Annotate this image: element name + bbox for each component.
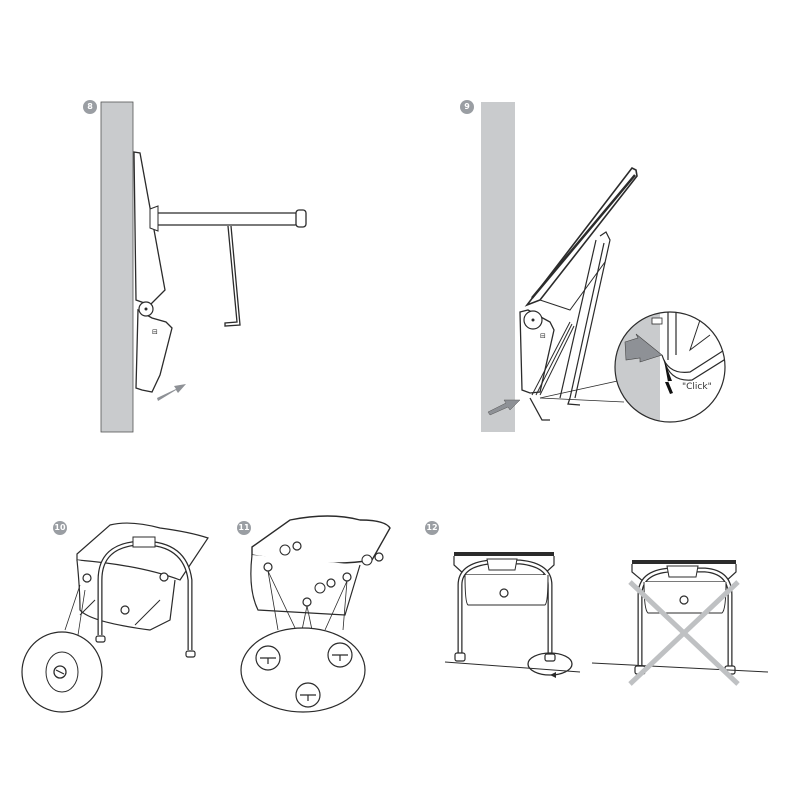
push-arrow-icon <box>624 333 663 363</box>
step-number-badge: 11 <box>237 521 251 535</box>
svg-text:⊟: ⊟ <box>152 328 158 336</box>
step-number-badge: 9 <box>460 100 474 114</box>
l-shaped-leg <box>224 225 241 327</box>
correct-chair <box>444 552 581 678</box>
incorrect-chair <box>591 560 769 686</box>
step-11-illustration <box>240 515 391 713</box>
support-bar <box>151 212 299 226</box>
step-8-illustration: ⊟ <box>100 101 307 433</box>
step-9-illustration: ⊟ <box>481 102 726 432</box>
floor-line <box>591 662 769 673</box>
step-12-panel: 12 <box>420 450 800 750</box>
magnified-callout <box>615 312 725 422</box>
step-10-panel: 10 <box>0 450 230 750</box>
click-label: "Click" <box>682 382 712 392</box>
cross-mark-icon <box>628 580 740 686</box>
step-number-badge: 12 <box>425 521 439 535</box>
click-arrow-icon <box>664 360 673 394</box>
push-arrow-icon <box>157 384 186 401</box>
step-12-illustration <box>444 552 769 686</box>
step-8-panel: 8 ⊟ <box>0 0 400 450</box>
wall <box>481 102 515 432</box>
step-number-badge: 8 <box>83 100 97 114</box>
step-10-illustration <box>21 522 209 713</box>
bracket <box>135 308 173 393</box>
seat-panel <box>133 151 166 306</box>
svg-text:⊟: ⊟ <box>540 332 546 340</box>
push-arrow-icon <box>487 399 521 416</box>
step-11-panel: 11 <box>230 450 420 750</box>
step-number-badge: 10 <box>53 521 67 535</box>
floor-line <box>444 661 581 673</box>
step-9-panel: 9 ⊟ <box>400 0 800 450</box>
wall <box>100 101 134 433</box>
seat-panel <box>76 522 209 581</box>
